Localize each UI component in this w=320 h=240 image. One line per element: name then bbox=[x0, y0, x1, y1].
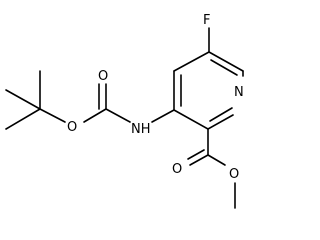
boc-group bbox=[5, 70, 131, 130]
carbamate-ester-o-label: O bbox=[67, 120, 77, 135]
bond-tert-c-methyl-bottom bbox=[5, 108, 41, 130]
bond-ester-c-o bbox=[207, 154, 226, 166]
bond-c5-c6 bbox=[208, 51, 244, 72]
double-bond-n1-c2 bbox=[209, 107, 233, 122]
bond-ester-c-carbonyl-o bbox=[189, 154, 209, 166]
ring-nitrogen-label: N bbox=[234, 85, 244, 100]
bond-tert-c-methyl-left bbox=[5, 89, 41, 110]
structure-canvas: F N O O NH O O bbox=[5, 13, 244, 209]
bond-c4-c5 bbox=[173, 51, 210, 72]
amine-nh-label: NH bbox=[131, 122, 151, 137]
pyridine-ring bbox=[173, 51, 244, 130]
ester-carbonyl-o-label: O bbox=[172, 162, 182, 177]
bond-c3-nh bbox=[151, 109, 175, 123]
bond-carbamate-c-ester-o bbox=[83, 108, 107, 123]
ester-o-label: O bbox=[229, 167, 239, 182]
bond-n1-c2 bbox=[207, 114, 234, 130]
fluorine-label: F bbox=[203, 13, 210, 28]
carbamate-carbonyl-o-label: O bbox=[98, 69, 108, 84]
bond-ester-o-tert-c bbox=[39, 108, 66, 123]
bond-c2-c3 bbox=[173, 109, 209, 130]
molecule-diagram: F N O O NH O O bbox=[5, 13, 244, 209]
bond-nh-carbamate-c bbox=[105, 108, 131, 123]
double-bond-ester-carbonyl bbox=[187, 149, 205, 160]
double-bond-c5-c6 bbox=[210, 59, 238, 76]
methyl-ester-group bbox=[187, 128, 236, 209]
